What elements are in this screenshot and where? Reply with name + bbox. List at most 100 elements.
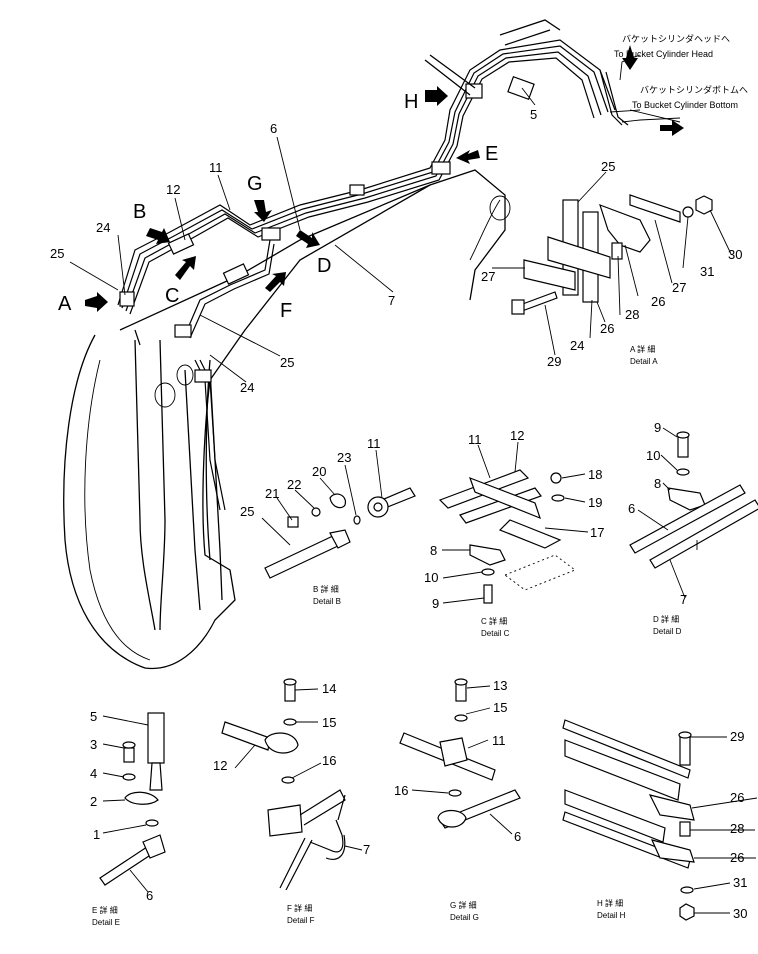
detail-g-callout-16: 16 xyxy=(394,783,408,798)
view-letter-f: F xyxy=(280,300,292,322)
callout-5-main: 5 xyxy=(530,107,537,122)
detail-g-callout-6: 6 xyxy=(514,829,521,844)
detail-a-callout-24: 24 xyxy=(570,338,584,353)
detail-c-title-en: Detail C xyxy=(481,629,510,638)
detail-a-callout-29: 29 xyxy=(547,354,561,369)
detail-f-title-en: Detail F xyxy=(287,916,315,925)
callout-24-main: 24 xyxy=(96,220,110,235)
detail-c-title-jp: C 詳 細 xyxy=(481,616,507,626)
main-assembly xyxy=(63,19,681,670)
detail-f-callout-12: 12 xyxy=(213,758,227,773)
detail-b-callout-11: 11 xyxy=(367,436,381,451)
boom-cylinder xyxy=(134,339,166,631)
detail-f-callout-16: 16 xyxy=(322,753,336,768)
detail-h-callout-26-lower: 26 xyxy=(730,850,744,865)
detail-b-callout-21: 21 xyxy=(265,486,279,501)
detail-a-callout-27-left: 27 xyxy=(481,269,495,284)
detail-h-callout-29: 29 xyxy=(730,729,744,744)
detail-a-callout-28: 28 xyxy=(625,307,639,322)
detail-a-title-en: Detail A xyxy=(630,357,658,366)
detail-h-callout-28: 28 xyxy=(730,821,744,836)
detail-g-callout-13: 13 xyxy=(493,678,507,693)
view-letter-g: G xyxy=(247,173,263,195)
detail-c-callout-10: 10 xyxy=(424,570,438,585)
detail-a-callout-26-right: 26 xyxy=(651,294,665,309)
detail-e-callout-1: 1 xyxy=(93,827,100,842)
callout-12-main: 12 xyxy=(166,182,180,197)
detail-a: 25 27 27 26 28 26 24 29 31 30 A 詳 細 Deta… xyxy=(481,159,742,369)
to-bottom-jp-label: バケットシリンダボトムへ xyxy=(640,84,748,95)
pipe-bundle xyxy=(117,39,616,511)
detail-a-callout-30: 30 xyxy=(728,247,742,262)
detail-c-callout-11: 11 xyxy=(468,432,482,447)
detail-a-callout-27-right: 27 xyxy=(672,280,686,295)
detail-d-callout-6: 6 xyxy=(628,501,635,516)
detail-f-callout-7: 7 xyxy=(363,842,370,857)
detail-e-callout-6: 6 xyxy=(146,888,153,903)
detail-h-title-jp: H 詳 細 xyxy=(597,898,623,908)
detail-b-title-jp: B 詳 細 xyxy=(313,584,339,594)
detail-b-callout-20: 20 xyxy=(312,464,326,479)
detail-f: 14 15 16 12 7 F 詳 細 Detail F xyxy=(213,678,370,925)
view-letter-h: H xyxy=(404,91,418,113)
detail-h-callout-31: 31 xyxy=(733,875,747,890)
detail-e-title-en: Detail E xyxy=(92,918,120,927)
detail-h-callout-26-upper: 26 xyxy=(730,790,744,805)
callout-24-main-b: 24 xyxy=(240,380,254,395)
view-letter-e: E xyxy=(485,143,498,165)
detail-h: 29 26 28 26 31 30 H 詳 細 Detail H xyxy=(562,719,758,921)
callout-25-main-b: 25 xyxy=(280,355,294,370)
view-arrows xyxy=(85,45,684,312)
detail-f-callout-15: 15 xyxy=(322,715,336,730)
detail-c-callout-9: 9 xyxy=(432,596,439,611)
detail-a-callout-25: 25 xyxy=(601,159,615,174)
detail-g: 13 15 11 16 6 G 詳 細 Detail G xyxy=(394,678,521,922)
detail-d-callout-7: 7 xyxy=(680,592,687,607)
callout-6-main: 6 xyxy=(270,121,277,136)
detail-b-callout-25: 25 xyxy=(240,504,254,519)
detail-d: 9 10 8 6 7 D 詳 細 Detail D xyxy=(628,420,758,636)
detail-d-callout-8: 8 xyxy=(654,476,661,491)
to-bottom-en-label: To Bucket Cylinder Bottom xyxy=(632,100,738,110)
detail-c-callout-8: 8 xyxy=(430,543,437,558)
view-letter-d: D xyxy=(317,255,331,277)
detail-a-title-jp: A 詳 細 xyxy=(630,344,655,354)
detail-c-callout-17: 17 xyxy=(590,525,604,540)
view-letter-b: B xyxy=(133,201,146,223)
to-head-en-label: To Bucket Cylinder Head xyxy=(614,49,713,59)
detail-e-callout-5: 5 xyxy=(90,709,97,724)
detail-a-callout-26-left: 26 xyxy=(600,321,614,336)
detail-e-title-jp: E 詳 細 xyxy=(92,905,118,915)
detail-b-title-en: Detail B xyxy=(313,597,341,606)
detail-e-callout-2: 2 xyxy=(90,794,97,809)
callout-25-main: 25 xyxy=(50,246,64,261)
detail-g-title-jp: G 詳 細 xyxy=(450,900,477,910)
detail-g-title-en: Detail G xyxy=(450,913,479,922)
detail-b-callout-23: 23 xyxy=(337,450,351,465)
detail-f-title-jp: F 詳 細 xyxy=(287,903,312,913)
detail-b: 25 21 22 20 23 11 B 詳 細 Detail B xyxy=(240,436,416,606)
detail-e-callout-4: 4 xyxy=(90,766,97,781)
detail-e-callout-3: 3 xyxy=(90,737,97,752)
view-letter-a: A xyxy=(58,293,72,315)
detail-e: 5 3 4 2 1 6 E 詳 細 Detail E xyxy=(90,709,166,927)
detail-g-callout-11: 11 xyxy=(492,733,506,748)
detail-b-callout-22: 22 xyxy=(287,477,301,492)
detail-h-callout-30: 30 xyxy=(733,906,747,921)
detail-d-callout-9: 9 xyxy=(654,420,661,435)
detail-f-callout-14: 14 xyxy=(322,681,336,696)
detail-g-callout-15: 15 xyxy=(493,700,507,715)
detail-c-callout-18: 18 xyxy=(588,467,602,482)
detail-h-title-en: Detail H xyxy=(597,911,626,920)
to-head-jp-label: バケットシリンダヘッドへ xyxy=(622,33,730,44)
view-letter-c: C xyxy=(165,285,179,307)
detail-c: 11 12 18 19 17 8 10 9 C 詳 細 Detail C xyxy=(424,428,604,638)
boom-outline xyxy=(63,169,506,670)
detail-c-callout-12: 12 xyxy=(510,428,524,443)
detail-d-title-en: Detail D xyxy=(653,627,682,636)
detail-d-callout-10: 10 xyxy=(646,448,660,463)
detail-c-callout-19: 19 xyxy=(588,495,602,510)
callout-7-main: 7 xyxy=(388,293,395,308)
callout-11-main: 11 xyxy=(209,160,223,175)
